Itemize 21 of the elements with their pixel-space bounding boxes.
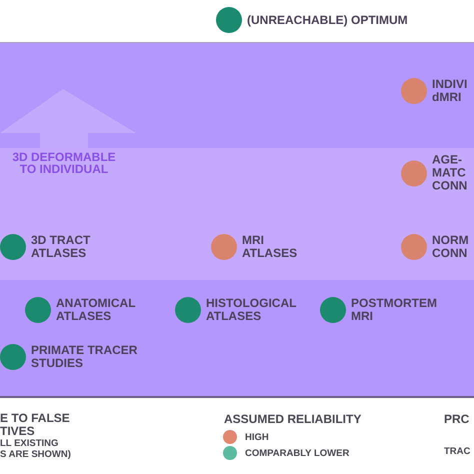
arrow-caption: 3D DEFORMABLE TO INDIVIDUAL (11, 151, 117, 175)
legend-label: COMPARABLY LOWER (245, 448, 350, 458)
column-subheading: TRAC (444, 446, 470, 457)
legend-label: HIGH (245, 432, 269, 442)
band-panel (0, 42, 474, 148)
legend-title: ASSUMED RELIABILITY (224, 413, 362, 426)
point-label: INDIVI dMRI (432, 78, 468, 104)
column-heading: PRC (444, 413, 470, 426)
point-label: MRI ATLASES (242, 234, 298, 260)
point-label: HISTOLOGICAL ATLASES (206, 297, 296, 323)
point-label: AGE- MATC CONN (432, 154, 468, 192)
point-label: POSTMORTEM MRI (351, 297, 437, 323)
column-subheading: LL EXISTING S ARE SHOWN) (0, 438, 71, 460)
band-panel (0, 280, 474, 398)
point-label: (UNREACHABLE) OPTIMUM (247, 14, 408, 26)
column-heading: E TO FALSE TIVES (0, 412, 70, 438)
point-label: NORM CONN (432, 234, 469, 260)
point-label: PRIMATE TRACER STUDIES (31, 344, 138, 370)
point-label: ANATOMICAL ATLASES (56, 297, 136, 323)
band-panel (0, 148, 474, 280)
point-label: 3D TRACT ATLASES (31, 234, 90, 260)
